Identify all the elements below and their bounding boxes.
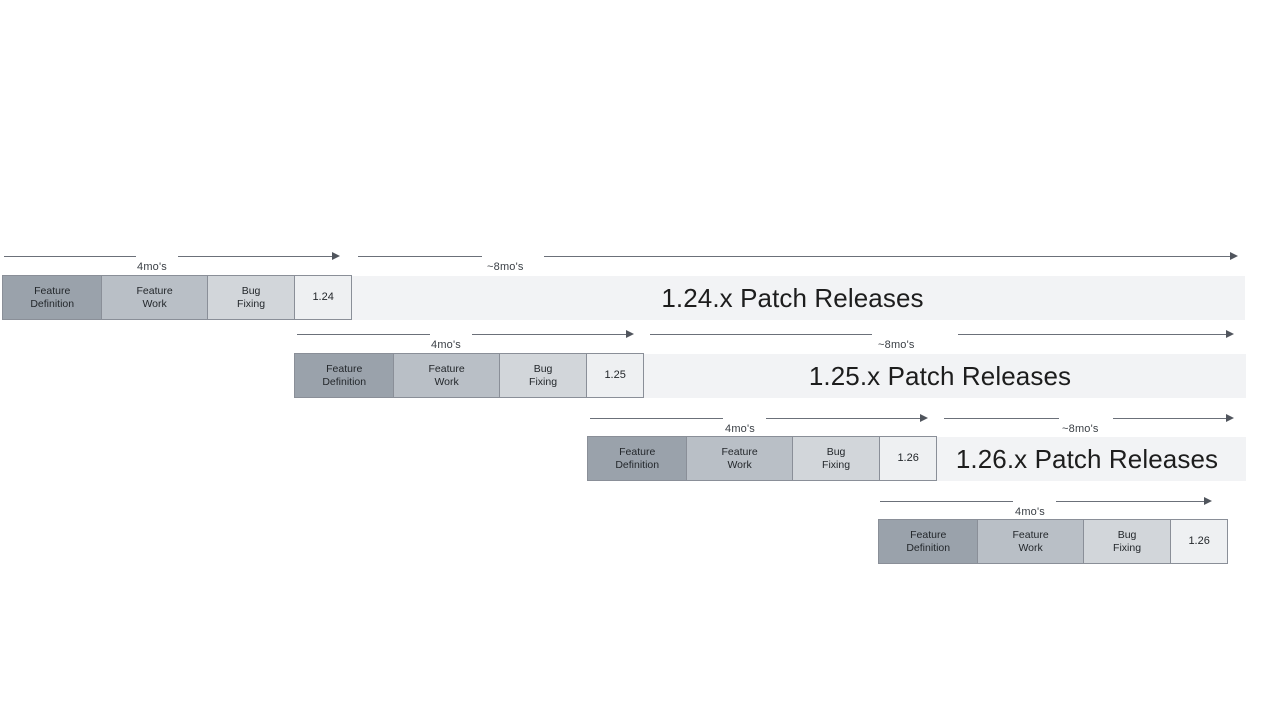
version-label: 1.24 [312,291,334,304]
version-label: 1.25 [604,369,626,382]
dev-duration-label-next: 4mo's [1015,506,1045,518]
phase-feature-work-next[interactable]: Feature Work [978,520,1084,563]
patch-axis-line-right-124 [544,256,1234,257]
dev-axis-line-left-126 [590,418,723,419]
version-label: 1.26 [897,452,919,465]
patch-axis-line-right-125 [958,334,1230,335]
patch-release-bar-126: 1.26.x Patch Releases [928,437,1246,481]
dev-duration-label-126: 4mo's [725,423,755,435]
patch-release-label-125: 1.25.x Patch Releases [808,360,1072,391]
phase-feature-definition-125[interactable]: Feature Definition [295,354,395,397]
version-tag-126[interactable]: 1.26 [880,437,936,480]
phase-label-line1: Feature [136,285,173,298]
patch-axis-line-left-125 [650,334,872,335]
phase-label-line2: Definition [906,541,951,554]
patch-axis-arrowhead-126 [1226,414,1234,422]
phase-label-line2: Definition [615,458,660,471]
dev-axis-line-right-next [1056,501,1208,502]
dev-axis-line-right-125 [472,334,630,335]
phase-feature-definition-next[interactable]: Feature Definition [879,520,979,563]
phase-feature-work-125[interactable]: Feature Work [394,354,500,397]
phase-strip-next: Feature Definition Feature Work Bug Fixi… [878,519,1228,564]
patch-release-label-126: 1.26.x Patch Releases [955,443,1219,474]
version-tag-124[interactable]: 1.24 [295,276,351,319]
dev-axis-line-right-124 [178,256,336,257]
dev-axis-line-right-126 [766,418,924,419]
phase-feature-work-126[interactable]: Feature Work [687,437,793,480]
patch-axis-arrowhead-124 [1230,252,1238,260]
phase-label-line2: Definition [30,297,75,310]
phase-strip-124: Feature Definition Feature Work Bug Fixi… [2,275,352,320]
dev-axis-arrowhead-next [1204,497,1212,505]
patch-axis-line-left-126 [944,418,1059,419]
patch-release-label-124: 1.24.x Patch Releases [661,282,924,313]
phase-bug-fixing-125[interactable]: Bug Fixing [499,354,588,397]
version-label: 1.26 [1188,535,1210,548]
phase-label-line1: Feature [326,363,363,376]
patch-duration-label-124: ~8mo's [487,261,524,273]
phase-label-line2: Fixing [1113,541,1142,554]
dev-duration-label-124: 4mo's [137,261,167,273]
phase-bug-fixing-next[interactable]: Bug Fixing [1083,520,1172,563]
phase-label-line2: Fixing [529,375,558,388]
phase-label-line1: Feature [428,363,465,376]
phase-label-line2: Work [727,458,752,471]
dev-axis-line-left-next [880,501,1013,502]
phase-label-line2: Fixing [822,458,851,471]
patch-release-bar-125: 1.25.x Patch Releases [634,354,1246,398]
dev-axis-line-left-125 [297,334,430,335]
phase-feature-definition-126[interactable]: Feature Definition [588,437,688,480]
dev-axis-arrowhead-124 [332,252,340,260]
version-tag-next[interactable]: 1.26 [1171,520,1227,563]
dev-duration-label-125: 4mo's [431,339,461,351]
patch-axis-line-right-126 [1113,418,1230,419]
phase-bug-fixing-126[interactable]: Bug Fixing [792,437,881,480]
version-tag-125[interactable]: 1.25 [587,354,643,397]
patch-axis-line-left-124 [358,256,482,257]
phase-label-line1: Bug [533,363,553,376]
patch-duration-label-125: ~8mo's [878,339,915,351]
phase-label-line2: Work [1018,541,1043,554]
phase-label-line1: Bug [1117,529,1137,542]
phase-label-line1: Feature [910,529,947,542]
phase-label-line1: Feature [721,446,758,459]
phase-strip-126: Feature Definition Feature Work Bug Fixi… [587,436,937,481]
phase-label-line2: Work [142,297,167,310]
phase-strip-125: Feature Definition Feature Work Bug Fixi… [294,353,644,398]
phase-feature-work-124[interactable]: Feature Work [102,276,208,319]
phase-label-line1: Feature [34,285,71,298]
phase-label-line1: Feature [1012,529,1049,542]
patch-release-bar-124: 1.24.x Patch Releases [340,276,1245,320]
phase-feature-definition-124[interactable]: Feature Definition [3,276,103,319]
dev-axis-line-left-124 [4,256,136,257]
phase-label-line2: Fixing [237,297,266,310]
phase-label-line2: Work [434,375,459,388]
phase-label-line1: Bug [241,285,261,298]
phase-bug-fixing-124[interactable]: Bug Fixing [207,276,296,319]
phase-label-line1: Bug [826,446,846,459]
patch-duration-label-126: ~8mo's [1062,423,1099,435]
patch-axis-arrowhead-125 [1226,330,1234,338]
phase-label-line2: Definition [322,375,367,388]
dev-axis-arrowhead-125 [626,330,634,338]
phase-label-line1: Feature [619,446,656,459]
dev-axis-arrowhead-126 [920,414,928,422]
